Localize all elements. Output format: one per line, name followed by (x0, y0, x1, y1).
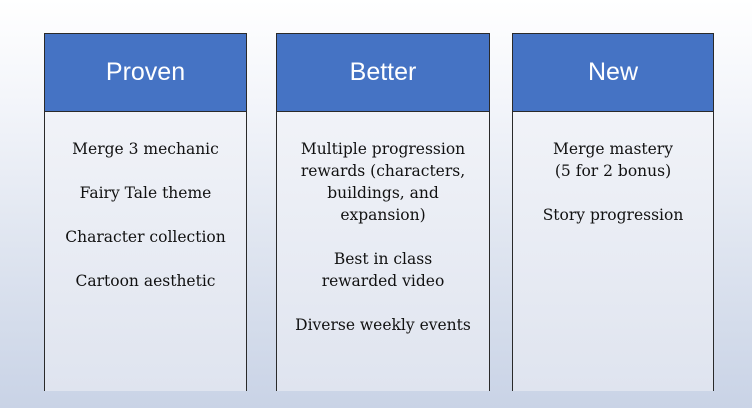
column-new: New Merge mastery (5 for 2 bonus) Story … (512, 33, 714, 391)
list-item: Merge 3 mechanic (72, 140, 219, 158)
column-body: Merge 3 mechanic Fairy Tale theme Charac… (45, 112, 246, 391)
column-header: Proven (45, 34, 246, 112)
list-item: Character collection (65, 228, 226, 246)
column-body: Multiple progression rewards (characters… (277, 112, 489, 391)
column-body: Merge mastery (5 for 2 bonus) Story prog… (513, 112, 713, 391)
list-item: Diverse weekly events (295, 316, 471, 334)
column-header: Better (277, 34, 489, 112)
list-item: Cartoon aesthetic (75, 272, 216, 290)
list-item: Best in class rewarded video (321, 250, 445, 290)
list-item: Multiple progression rewards (characters… (300, 140, 466, 224)
column-title: Better (349, 58, 417, 86)
list-item: Merge mastery (5 for 2 bonus) (553, 140, 673, 180)
column-title: Proven (105, 58, 186, 86)
list-item: Fairy Tale theme (79, 184, 212, 202)
list-item: Story progression (542, 206, 684, 224)
column-proven: Proven Merge 3 mechanic Fairy Tale theme… (44, 33, 247, 391)
column-better: Better Multiple progression rewards (cha… (276, 33, 490, 391)
column-title: New (587, 58, 638, 86)
column-header: New (513, 34, 713, 112)
